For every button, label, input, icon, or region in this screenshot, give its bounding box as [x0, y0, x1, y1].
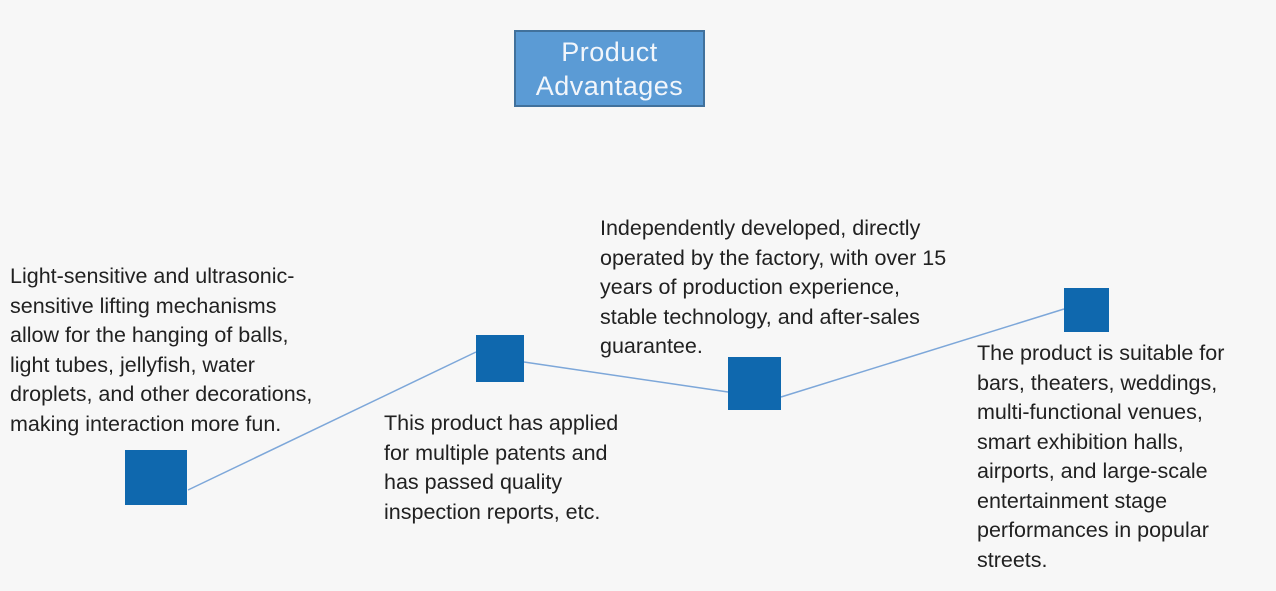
advantage-text-3: Independently developed, directly operat…	[600, 216, 947, 358]
advantage-text-1: Light-sensitive and ultrasonic- sensitiv…	[10, 264, 313, 436]
advantage-text-2: This product has applied for multiple pa…	[384, 411, 619, 524]
node-square-1	[125, 450, 187, 505]
node-square-2	[476, 335, 524, 382]
advantage-text-4: The product is suitable for bars, theate…	[977, 341, 1225, 572]
title-box: Product Advantages	[514, 30, 705, 107]
node-square-4	[1064, 288, 1109, 332]
connector-line-2	[523, 361, 729, 393]
page-title: Product Advantages	[535, 36, 684, 101]
node-square-3	[728, 357, 781, 410]
